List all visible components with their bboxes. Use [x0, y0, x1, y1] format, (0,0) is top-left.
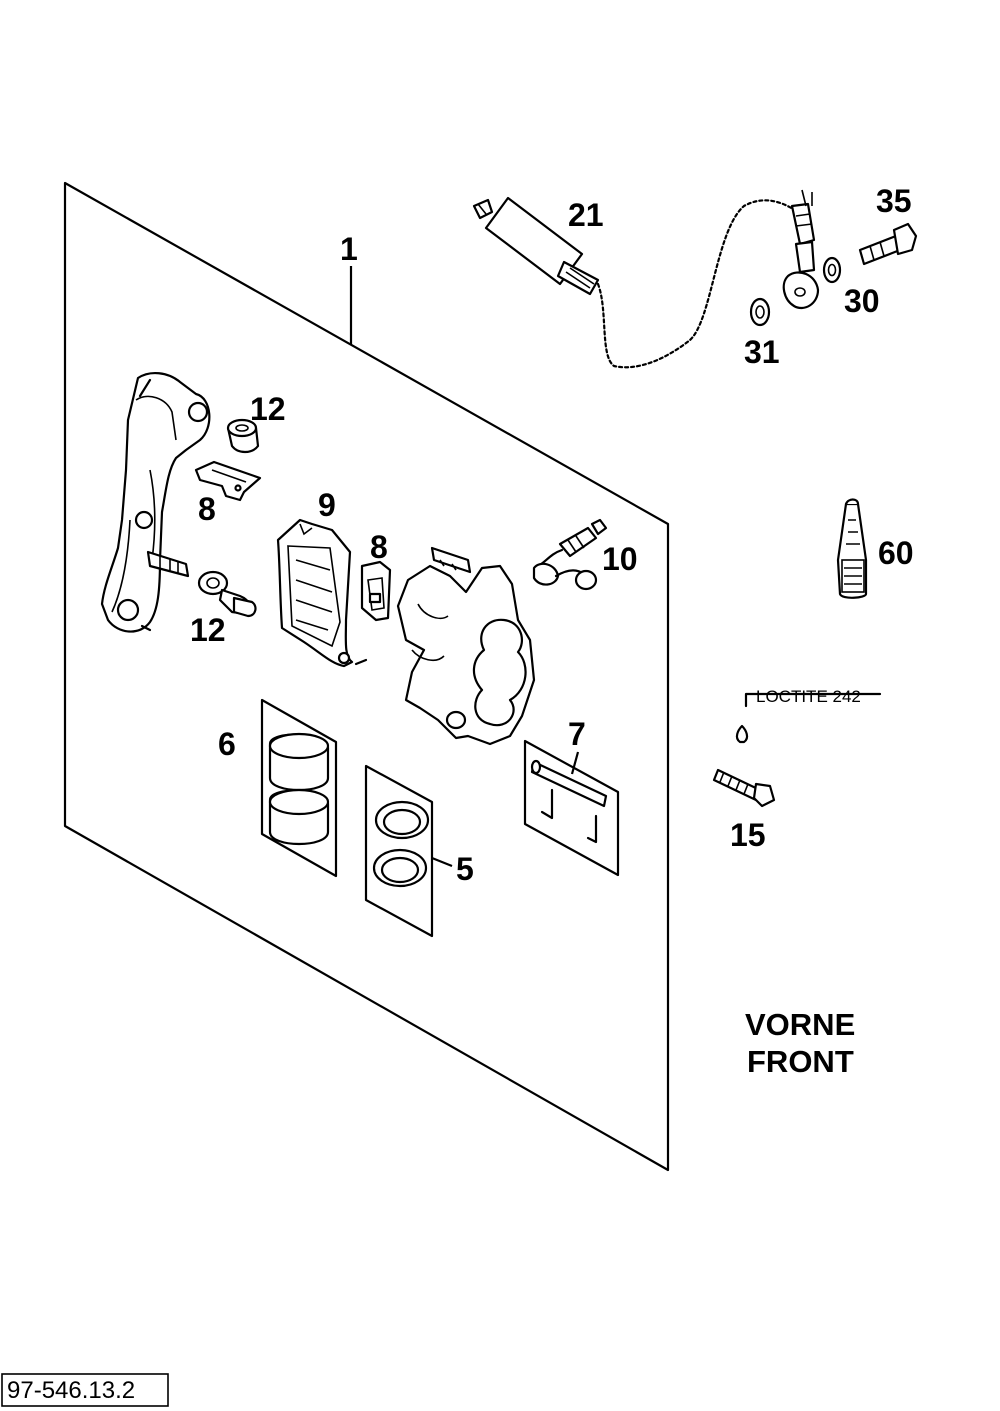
- document-number: 97-546.13.2: [7, 1377, 135, 1404]
- callout-7: 7: [568, 716, 586, 752]
- brake-pad-part: [276, 518, 368, 668]
- callout-8-upper: 8: [198, 491, 216, 527]
- copper-washer-30-part: [822, 256, 842, 284]
- heading-front: FRONT: [747, 1044, 854, 1079]
- callout-15: 15: [730, 817, 766, 853]
- heading-vorne: VORNE: [745, 1007, 855, 1042]
- callout-12-lower: 12: [190, 612, 226, 648]
- loctite-screw-part: [712, 692, 882, 808]
- banjo-bolt-part: [858, 222, 918, 266]
- callout-5: 5: [456, 851, 474, 887]
- bleeder-valve-part: [532, 518, 608, 591]
- assembly-panel: [63, 181, 670, 1172]
- callout-21: 21: [568, 197, 604, 233]
- callout-9: 9: [318, 487, 336, 523]
- callout-8-middle: 8: [370, 529, 388, 565]
- caliper-body-part: [396, 546, 536, 746]
- pad-pin-kit-part: [523, 739, 620, 877]
- pad-clip-middle-part: [360, 560, 392, 622]
- callout-31: 31: [744, 334, 780, 370]
- caliper-bracket-part: [100, 372, 211, 633]
- callout-35: 35: [876, 183, 912, 219]
- callout-60: 60: [878, 535, 914, 571]
- loctite-note: LOCTITE 242: [756, 687, 861, 706]
- brake-hose-part: [472, 189, 820, 369]
- document-number-box: [1, 1373, 169, 1407]
- rubber-bushing-upper-part: [226, 418, 260, 454]
- lubricant-tube-part: [836, 498, 868, 599]
- piston-kit-part: [260, 698, 338, 878]
- guide-pin-bushing-lower-part: [197, 570, 257, 618]
- callout-12-upper: 12: [250, 391, 286, 427]
- piston-seal-kit-part: [364, 764, 453, 938]
- copper-washer-31-part: [749, 297, 771, 327]
- callout-30: 30: [844, 283, 880, 319]
- callout-10: 10: [602, 541, 638, 577]
- callout-1: 1: [340, 231, 358, 267]
- callout-6: 6: [218, 726, 236, 762]
- pad-clip-upper-part: [194, 460, 262, 502]
